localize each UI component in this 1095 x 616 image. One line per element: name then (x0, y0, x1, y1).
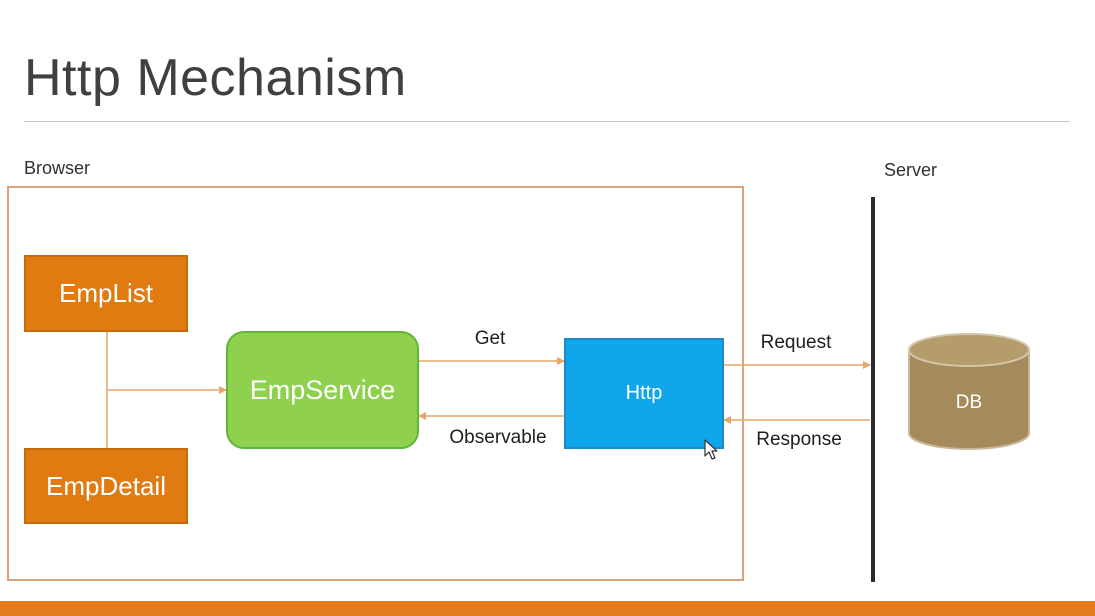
accent-bar (0, 601, 1095, 616)
empdetail-label: EmpDetail (46, 470, 166, 501)
empdetail-node: EmpDetail (24, 448, 188, 524)
title-divider (24, 121, 1070, 122)
db-cylinder: DB (908, 333, 1030, 450)
get-label: Get (475, 328, 506, 349)
browser-label: Browser (24, 158, 91, 178)
empservice-node: EmpService (226, 331, 419, 449)
request-label: Request (761, 332, 832, 353)
slide-title: Http Mechanism (24, 49, 407, 107)
mouse-pointer-icon (704, 439, 718, 460)
server-boundary-line (871, 197, 875, 582)
emplist-node: EmpList (24, 255, 188, 332)
emplist-label: EmpList (59, 278, 153, 308)
observable-label: Observable (449, 427, 546, 448)
browser-region (7, 186, 744, 581)
http-label: Http (625, 382, 663, 404)
response-label: Response (756, 429, 842, 450)
server-label: Server (884, 160, 938, 180)
http-node: Http (564, 338, 724, 449)
empservice-label: EmpService (249, 374, 396, 405)
db-label: DB (956, 392, 982, 413)
